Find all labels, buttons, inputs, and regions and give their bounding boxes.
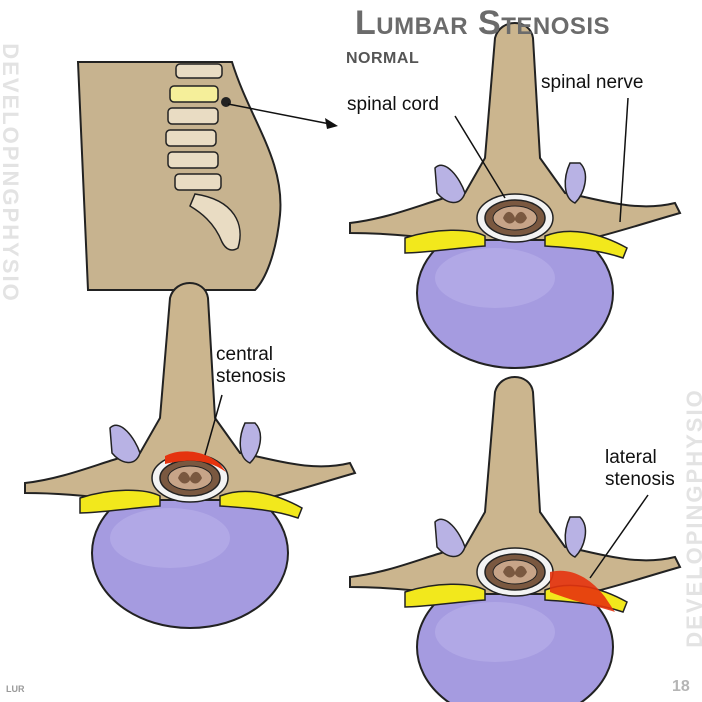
arrow-head-icon <box>325 118 338 129</box>
label-lateral-line2: stenosis <box>605 469 675 490</box>
page-number: 18 <box>672 678 690 695</box>
section-normal-label: NORMAL <box>346 50 420 67</box>
leader-lateral <box>589 494 649 579</box>
pointer-arrow <box>227 103 331 125</box>
label-spinal-cord: spinal cord <box>347 94 439 115</box>
side-view-torso <box>76 61 282 291</box>
page-title: Lumbar Stenosis <box>355 4 611 42</box>
vertebra-central-stenosis <box>24 282 356 629</box>
label-central-line1: central <box>216 344 274 365</box>
label-central-line2: stenosis <box>216 366 286 387</box>
label-spinal-nerve: spinal nerve <box>541 72 644 93</box>
label-lateral-line1: lateral <box>605 447 657 468</box>
credit-initials: LUR <box>6 684 25 694</box>
leader-spinal-nerve <box>619 97 629 223</box>
leader-spinal-cord <box>454 115 506 199</box>
leader-central <box>204 394 223 456</box>
vertebra-lateral-stenosis <box>349 376 681 702</box>
